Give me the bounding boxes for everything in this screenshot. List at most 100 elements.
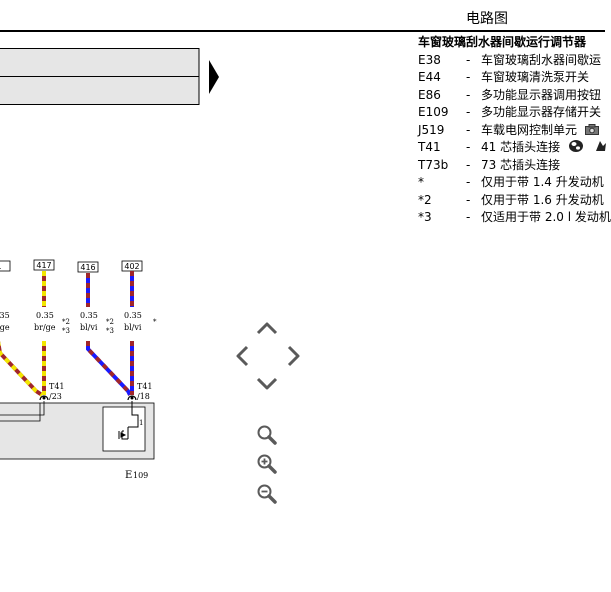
legend-dash: -	[466, 105, 471, 119]
section-bars	[0, 48, 219, 105]
wire-416	[86, 273, 132, 396]
legend-row: *3 - 仅适用于带 2.0 l 发动机	[418, 209, 611, 227]
pan-left-button[interactable]	[234, 345, 250, 367]
connector-view-icon[interactable]	[568, 139, 584, 153]
legend-code: J519	[418, 122, 445, 137]
wire-note: *	[153, 318, 157, 326]
legend-dash: -	[466, 175, 471, 189]
wire-note: *3	[62, 327, 70, 335]
legend-code: E44	[418, 70, 441, 84]
wire-color-label: bl/vi	[80, 323, 98, 332]
legend-dash: -	[466, 70, 471, 84]
relay-wiring	[121, 401, 139, 440]
pan-down-button[interactable]	[256, 376, 278, 392]
legend-desc: 仅用于带 1.4 升发动机	[481, 175, 604, 189]
legend: 车窗玻璃刮水器间歇运行调节器 E38 - 车窗玻璃刮水器间歇运 E44 - 车窗…	[418, 34, 611, 227]
legend-desc: 仅用于带 1.6 升发动机	[481, 192, 604, 207]
pan-right-button[interactable]	[286, 345, 302, 367]
wire-size-label: 0.35	[80, 311, 98, 320]
wire-size-label: .35	[0, 311, 10, 320]
legend-dash: -	[466, 192, 471, 207]
connector-location-icon[interactable]	[594, 139, 608, 153]
legend-desc: 车窗玻璃清洗泵开关	[481, 70, 590, 84]
wire-tag: 416	[80, 263, 95, 272]
legend-desc: 车载电网控制单元	[481, 122, 599, 140]
legend-row: E44 - 车窗玻璃清洗泵开关	[418, 69, 590, 87]
pin-dot	[130, 396, 134, 400]
magnifier-icon	[257, 425, 277, 445]
legend-row: E38 - 车窗玻璃刮水器间歇运	[418, 52, 601, 70]
legend-heading: 车窗玻璃刮水器间歇运行调节器	[418, 35, 587, 49]
legend-row: * - 仅用于带 1.4 升发动机	[418, 174, 604, 192]
legend-row: E86 - 多功能显示器调用按钮	[418, 87, 601, 105]
wire-note: *2	[62, 318, 70, 326]
legend-dash: -	[466, 52, 471, 67]
chevron-down-icon	[256, 377, 278, 390]
legend-desc: 多功能显示器调用按钮	[481, 87, 602, 102]
pin-connector-label: T41	[137, 382, 153, 391]
wire-color-label: br/ge	[34, 323, 56, 332]
legend-row: E109 - 多功能显示器存储开关	[418, 104, 601, 122]
legend-dash: -	[466, 157, 471, 172]
wire-color-label: bl/vi	[124, 323, 142, 332]
pan-up-button[interactable]	[256, 320, 278, 336]
pin-dot	[42, 396, 46, 400]
legend-desc: 多功能显示器存储开关	[481, 105, 602, 119]
zoom-out-icon	[257, 484, 277, 504]
circuit-diagram: 1 417 416 402 .35 /ge 0.35 br/ge *2 *3 0…	[0, 259, 157, 481]
wire-tag: 1	[0, 262, 2, 271]
wire-color-label: /ge	[0, 323, 10, 332]
legend-row: T41 - 41 芯插头连接	[418, 139, 606, 157]
internal-wiring	[0, 401, 45, 422]
wire-tag-box	[33, 259, 55, 271]
legend-desc: 73 芯插头连接	[481, 157, 561, 172]
legend-desc-text: 车载电网控制单元	[481, 122, 578, 137]
legend-row: J519 - 车载电网控制单元	[418, 122, 599, 140]
camera-icon[interactable]	[584, 123, 599, 135]
header-rule	[0, 30, 605, 32]
zoom-out-button[interactable]	[256, 483, 278, 505]
chevron-up-icon	[256, 322, 278, 335]
section-bar-bottom	[0, 76, 200, 105]
zoom-fit-button[interactable]	[256, 424, 278, 446]
legend-code: E109	[418, 105, 449, 119]
zoom-in-icon	[257, 454, 277, 474]
legend-desc: 车窗玻璃刮水器间歇运	[481, 52, 602, 67]
zoom-in-button[interactable]	[256, 453, 278, 475]
relay-pin-label: 1	[139, 419, 143, 427]
pin-connector-label: T41	[49, 382, 65, 391]
wire-note: *3	[106, 327, 114, 335]
legend-dash: -	[466, 140, 471, 154]
legend-desc: 41 芯插头连接	[481, 139, 608, 157]
chevron-left-icon	[236, 345, 249, 367]
component-label: E	[125, 470, 132, 481]
legend-row: T73b - 73 芯插头连接	[418, 157, 586, 175]
relay-box	[102, 406, 146, 452]
legend-row: *2 - 仅用于带 1.6 升发动机	[418, 192, 604, 210]
legend-dash: -	[466, 210, 471, 224]
section-bar-top	[0, 48, 200, 77]
wire-size-label: 0.35	[36, 311, 54, 320]
expand-arrow-icon[interactable]	[209, 60, 219, 94]
legend-code: *	[418, 175, 424, 189]
legend-code: *3	[418, 210, 432, 224]
legend-code: E38	[418, 52, 441, 67]
wire-tag-box	[0, 260, 11, 272]
legend-desc: 仅适用于带 2.0 l 发动机	[481, 210, 611, 224]
wire-note: *2	[106, 318, 114, 326]
pin-number-label: /18	[137, 392, 150, 401]
component-sub-label: 109	[133, 471, 148, 480]
legend-code: T73b	[418, 157, 449, 172]
pin-connector-symbol	[127, 395, 137, 401]
relay-switch-symbol	[118, 431, 127, 439]
legend-code: E86	[418, 87, 441, 102]
legend-dash: -	[466, 122, 471, 137]
wire-tag: 417	[36, 261, 51, 270]
chevron-right-icon	[287, 345, 300, 367]
wire-tag: 402	[124, 262, 139, 271]
legend-code: T41	[418, 140, 441, 154]
wire-1	[0, 340, 44, 397]
page-title: 电路图	[466, 11, 508, 27]
wire-tag-box	[77, 261, 99, 273]
wire-size-label: 0.35	[124, 311, 142, 320]
